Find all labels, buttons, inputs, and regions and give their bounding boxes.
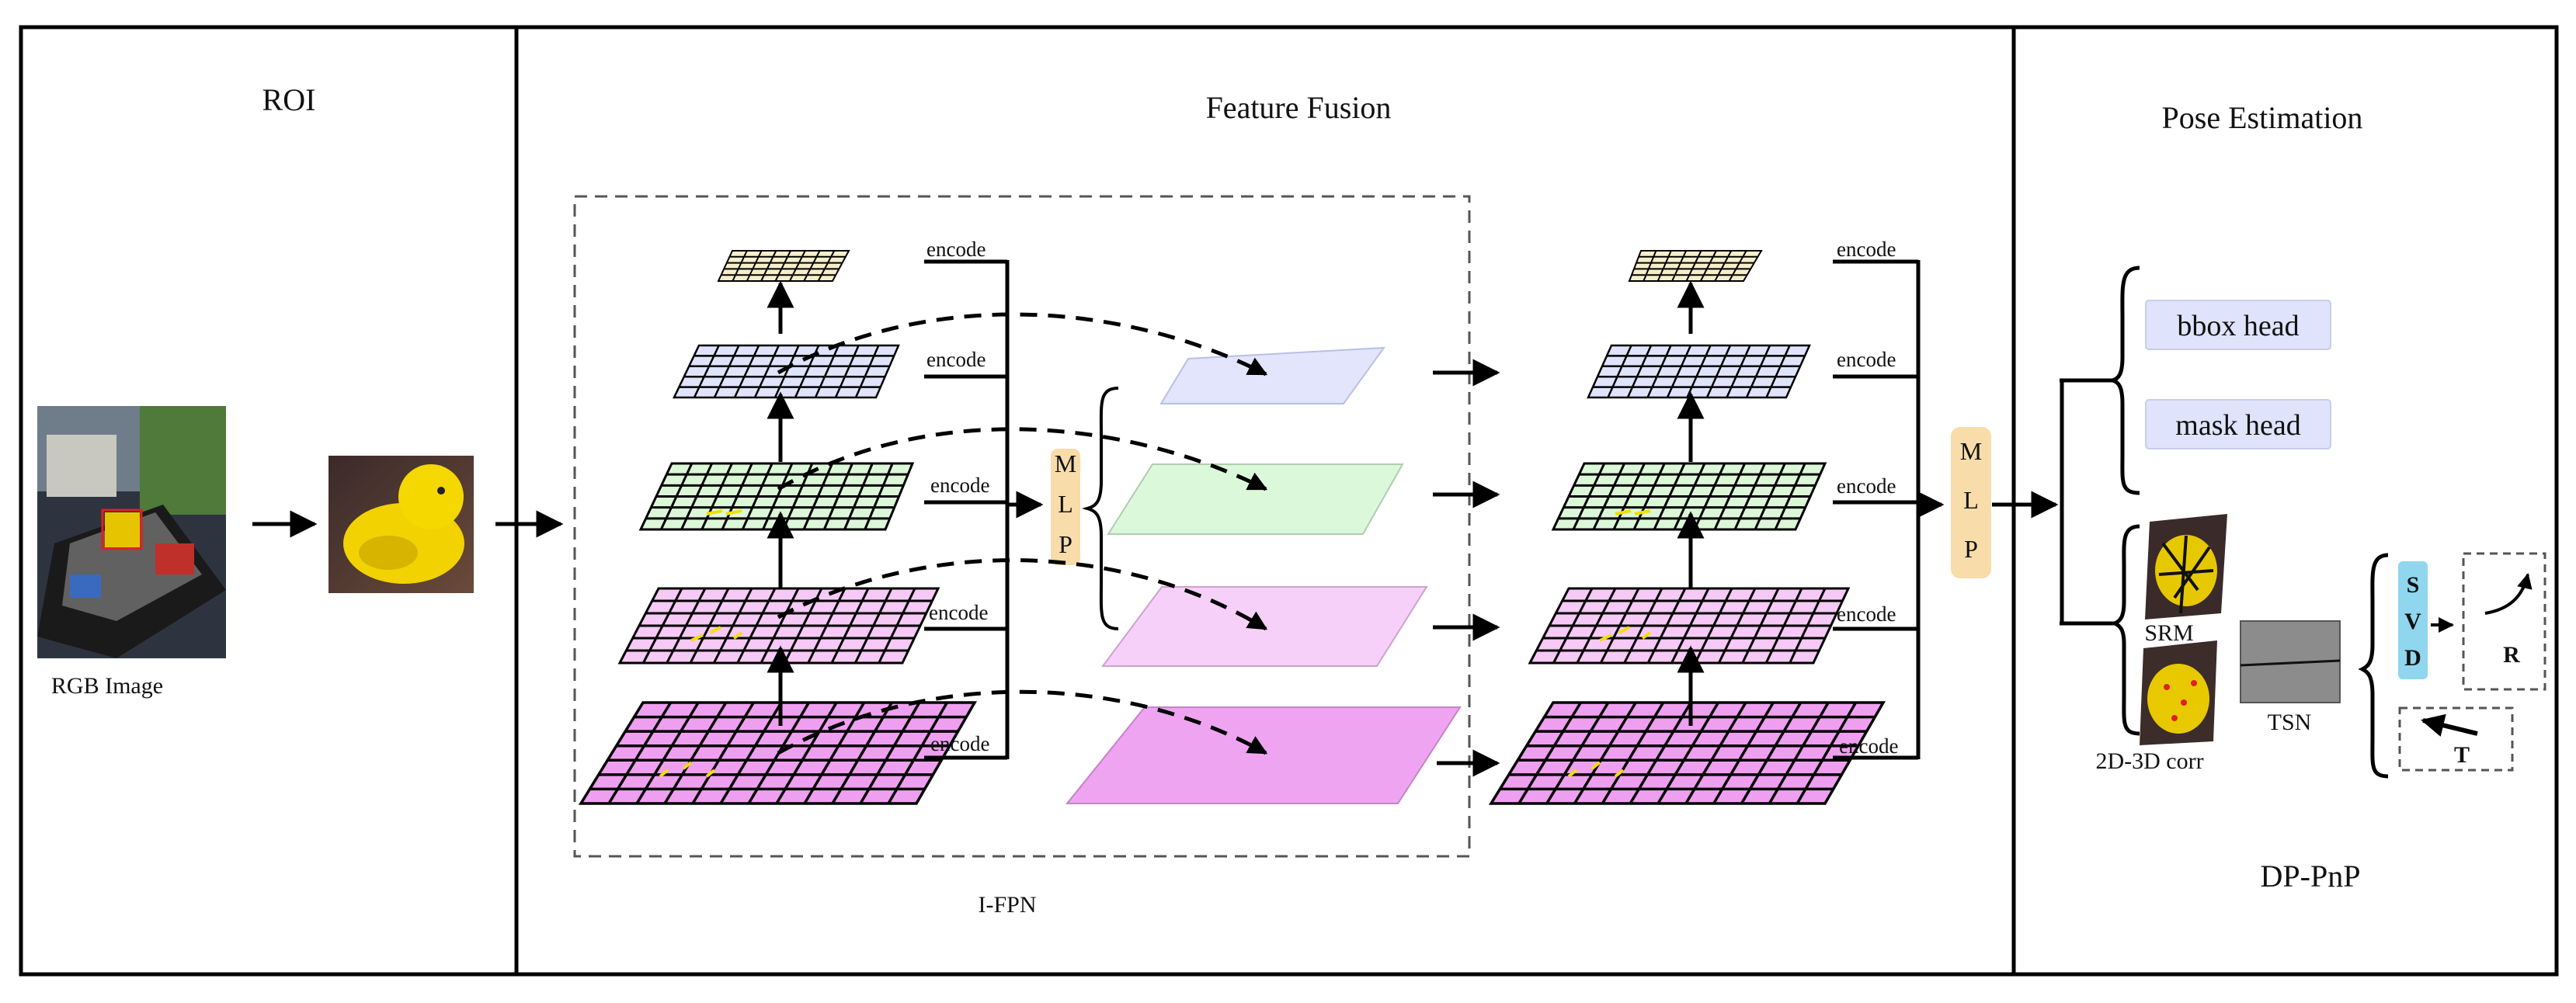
right-grid-level-2 xyxy=(1587,344,1811,399)
roi-crop-thumbnail xyxy=(329,456,474,593)
encode-label-l4: encode xyxy=(929,601,988,624)
dashed-arrow-4 xyxy=(777,689,1268,755)
svd-box xyxy=(2398,561,2428,679)
translation-arrow-icon xyxy=(2421,713,2478,737)
brace-svd xyxy=(2358,553,2389,779)
encode-label-l3: encode xyxy=(930,474,989,497)
srm-thumbnail xyxy=(2145,514,2227,620)
translation-box xyxy=(2398,706,2514,772)
mlp-letter-p-right: P xyxy=(1964,535,1978,563)
svd-letter-d: D xyxy=(2404,645,2421,671)
svd-letter-s: S xyxy=(2407,572,2420,598)
ifpn-label: I-FPN xyxy=(978,892,1036,918)
left-grid-level-3 xyxy=(638,462,915,531)
srm-label: SRM xyxy=(2144,620,2193,646)
right-grid-level-4 xyxy=(1528,587,1851,665)
translation-label: T xyxy=(2454,742,2470,768)
corr-thumbnail xyxy=(2140,640,2217,745)
mlp-box-left xyxy=(1051,449,1080,565)
left-grid-level-1 xyxy=(717,250,850,282)
section-title-feature-fusion: Feature Fusion xyxy=(1206,90,1392,125)
encode-label-l2: encode xyxy=(926,348,986,371)
fused-plane-4 xyxy=(1065,706,1462,804)
tsn-label: TSN xyxy=(2268,710,2312,735)
rotation-arrow-icon xyxy=(2484,573,2533,615)
rgb-image-thumbnail xyxy=(37,406,226,658)
encode-label-l5: encode xyxy=(930,732,989,755)
brace-heads xyxy=(2112,266,2140,495)
encode-label-r2: encode xyxy=(1837,348,1896,371)
outer-frame xyxy=(19,25,2559,977)
grid-highlight-marks xyxy=(659,509,1652,778)
right-grid-level-5 xyxy=(1488,701,1886,805)
left-feature-pyramid xyxy=(578,250,978,805)
encode-label-r4: encode xyxy=(1837,602,1896,626)
rotation-box xyxy=(2462,552,2546,691)
brace-srm-corr xyxy=(2109,524,2140,736)
rotation-label: R xyxy=(2503,642,2520,668)
mlp-letter-p-left: P xyxy=(1059,530,1072,558)
right-encode-bracket xyxy=(1833,259,1921,760)
mlp-letter-l-right: L xyxy=(1963,486,1979,514)
dppnp-label: DP-PnP xyxy=(2261,859,2361,894)
branch-connector xyxy=(2060,378,2116,626)
mask-head-label: mask head xyxy=(2175,409,2300,442)
left-grid-level-2 xyxy=(673,344,900,399)
brace-mlp-left xyxy=(1082,387,1119,630)
bbox-head-box xyxy=(2145,300,2331,350)
fused-plane-2 xyxy=(1107,463,1404,535)
dashed-arrow-1 xyxy=(777,312,1268,377)
mask-head-box xyxy=(2145,399,2331,449)
mlp-box-right xyxy=(1951,427,1991,578)
right-feature-pyramid xyxy=(1488,250,1886,805)
mlp-letter-m-right: M xyxy=(1960,437,1982,465)
left-grid-level-4 xyxy=(617,587,940,665)
bbox-head-label: bbox head xyxy=(2177,310,2299,342)
ifpn-box xyxy=(573,195,1471,858)
svd-letter-v: V xyxy=(2404,609,2421,634)
fused-plane-1 xyxy=(1159,346,1386,404)
dashed-arrow-3 xyxy=(777,558,1268,631)
encode-label-l1: encode xyxy=(926,238,986,261)
dashed-arrow-2 xyxy=(777,427,1268,491)
rgb-image-label: RGB Image xyxy=(51,673,163,699)
left-grid-level-5 xyxy=(578,701,978,805)
encode-label-r3: encode xyxy=(1837,474,1896,498)
mlp-letter-l-left: L xyxy=(1058,490,1073,518)
tsn-line xyxy=(2240,659,2341,667)
right-grid-level-1 xyxy=(1628,250,1763,282)
encode-label-r1: encode xyxy=(1837,238,1896,261)
left-encode-bracket xyxy=(924,259,1010,760)
encode-label-r5: encode xyxy=(1839,734,1898,758)
section-title-pose-estimation: Pose Estimation xyxy=(2162,100,2363,135)
corr-label: 2D-3D corr xyxy=(2095,748,2203,774)
section-title-roi: ROI xyxy=(262,82,316,117)
mlp-letter-m-left: M xyxy=(1055,449,1076,477)
